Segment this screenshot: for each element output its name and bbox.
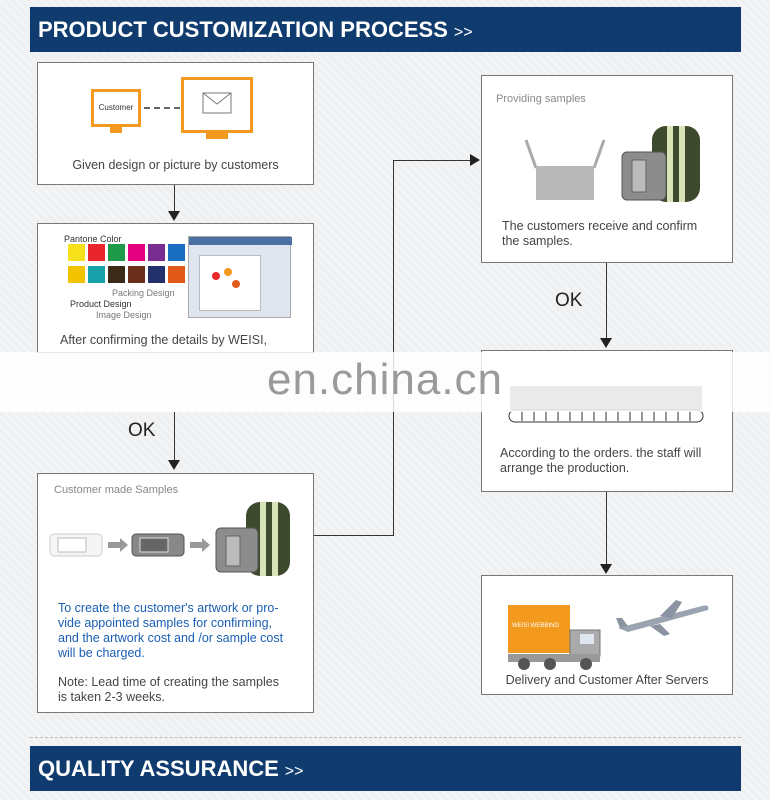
email-monitor-stand xyxy=(206,133,228,139)
section-divider xyxy=(30,737,741,738)
section-banner-quality: QUALITY ASSURANCE >> xyxy=(30,746,741,791)
step4-caption: The customers receive and confirm the sa… xyxy=(502,219,698,248)
step-providing-samples-box: Providing samples The customers receive … xyxy=(481,75,733,263)
step-customer-design-box: Customer Given design or picture by cust… xyxy=(37,62,314,185)
banner-arrows: >> xyxy=(453,24,473,41)
pantone-swatch xyxy=(108,244,125,261)
watermark-text: en.china.cn xyxy=(266,355,504,404)
image-design-label: Image Design xyxy=(96,310,152,320)
truck-cargo: WEISI WEBBING xyxy=(508,605,570,653)
step5-caption: According to the orders. the staff will … xyxy=(500,446,702,475)
banner-title: PRODUCT CUSTOMIZATION PROCESS xyxy=(38,17,448,42)
pantone-swatch xyxy=(128,266,145,283)
truck-icon xyxy=(508,629,601,670)
section-banner-customization: PRODUCT CUSTOMIZATION PROCESS >> xyxy=(30,7,741,52)
ok-label-left: OK xyxy=(128,420,156,441)
pantone-swatch xyxy=(108,266,125,283)
pantone-swatch xyxy=(88,244,105,261)
packing-design-label: Packing Design xyxy=(112,288,175,298)
design-software-screenshot xyxy=(188,236,292,318)
connector-arrow-head xyxy=(470,154,480,166)
pantone-swatch xyxy=(68,266,85,283)
arrow-2-line xyxy=(174,412,175,460)
monitor-label: Customer xyxy=(98,103,134,112)
step-customer-samples-box: Customer made Samples To create the cust… xyxy=(37,473,314,713)
customer-monitor-icon: Customer xyxy=(91,89,141,127)
software-titlebar xyxy=(189,237,292,245)
watermark-band xyxy=(0,352,770,412)
step3-note: Note: Lead time of creating the samples … xyxy=(58,675,279,704)
monitor-stand xyxy=(110,127,122,133)
banner-arrows: >> xyxy=(284,763,304,780)
arrow-1-head xyxy=(168,211,180,221)
step2-caption: After confirming the details by WEISI, xyxy=(60,333,268,347)
pantone-swatch xyxy=(148,244,165,261)
pantone-label: Pantone Color xyxy=(64,234,122,244)
arrow-1-line xyxy=(174,185,175,212)
step6-caption: Delivery and Customer After Servers xyxy=(505,673,709,687)
canvas-dot xyxy=(232,280,240,288)
connector-horizontal xyxy=(314,535,394,536)
step1-caption: Given design or picture by customers xyxy=(72,158,279,172)
canvas-dot xyxy=(224,268,232,276)
pantone-swatch xyxy=(68,244,85,261)
banner-title: QUALITY ASSURANCE xyxy=(38,756,279,781)
arrow-2-head xyxy=(168,460,180,470)
arrow-3-line xyxy=(606,263,607,338)
arrow-4-head xyxy=(600,564,612,574)
step3-header: Customer made Samples xyxy=(54,484,179,496)
pantone-swatch xyxy=(168,266,185,283)
pantone-swatch xyxy=(148,266,165,283)
step4-header: Providing samples xyxy=(496,93,586,105)
pantone-swatch xyxy=(168,244,185,261)
truck-label: WEISI WEBBING xyxy=(512,623,560,629)
step-confirm-details-box: Pantone Color Packing Design Product Des… xyxy=(37,223,314,353)
connector-top xyxy=(393,160,471,161)
email-monitor-icon xyxy=(181,77,253,133)
sample-box-illustration xyxy=(524,126,700,202)
pantone-swatch xyxy=(88,266,105,283)
connector-vertical xyxy=(393,160,394,536)
step-delivery-box: WEISI WEBBING Delivery and Customer Afte… xyxy=(481,575,733,695)
envelope-icon xyxy=(202,92,232,114)
airplane-icon xyxy=(616,600,709,636)
buckle-samples-illustration xyxy=(49,502,290,576)
step3-charge-text: To create the customer's artwork or pro-… xyxy=(58,601,284,660)
connector-dashes xyxy=(144,107,180,109)
arrow-4-line xyxy=(606,492,607,564)
product-design-label: Product Design xyxy=(70,299,132,309)
arrow-3-head xyxy=(600,338,612,348)
pantone-swatch xyxy=(128,244,145,261)
canvas-dot xyxy=(212,272,220,280)
ok-label-right: OK xyxy=(555,290,583,311)
software-canvas xyxy=(199,255,261,311)
